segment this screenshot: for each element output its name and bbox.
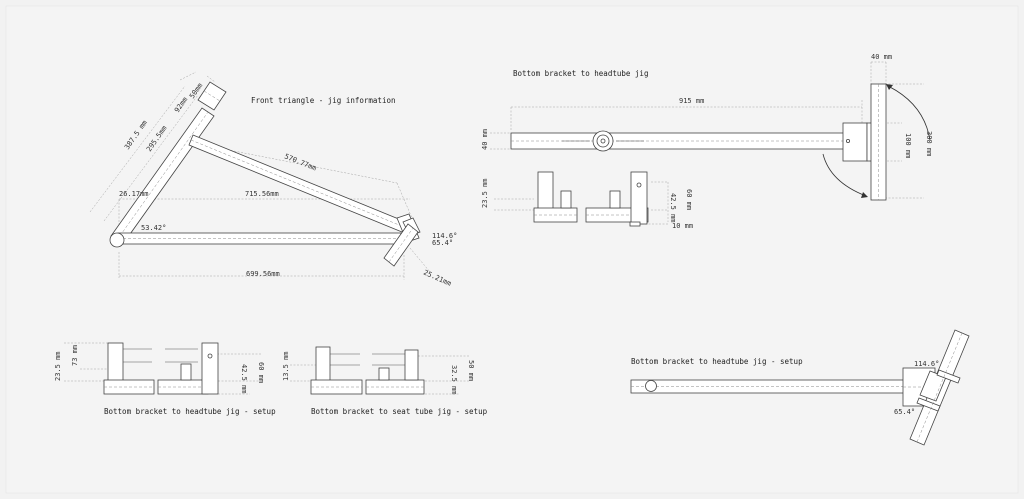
dim-300: 300 mm (925, 131, 933, 156)
angle-65-4: 65.4° (432, 239, 453, 247)
setup-left-head-block (201, 342, 219, 395)
dim-13-5-middle: 13.5 mm (282, 351, 290, 381)
dim-23-5-left: 23.5 mm (54, 351, 62, 381)
dim-699-56: 699.56mm (246, 270, 280, 278)
rotate-arrow-top (887, 85, 931, 141)
dim-42-5-top: 42.5 mm (669, 193, 677, 223)
bottom-bracket-circle (109, 232, 125, 248)
setup-middle-view: 13.5 mm 32.5 mm 50 mm Bottom bracket to … (282, 346, 488, 416)
setup-right-title: Bottom bracket to headtube jig - setup (631, 357, 803, 366)
dim-100: 100 mm (904, 133, 912, 158)
dim-915: 915 mm (679, 97, 704, 105)
setup-middle-post (315, 346, 331, 382)
front-triangle-dimension-lines (89, 71, 431, 280)
front-triangle-title: Front triangle - jig information (251, 96, 396, 105)
dim-40-top: 40 mm (871, 53, 892, 61)
jig-long-bar (510, 132, 865, 150)
rotate-arrow-bottom (822, 153, 867, 197)
angle-65-4-right: 65.4° (894, 408, 915, 416)
head-tube (197, 81, 227, 111)
jig-detail-small (494, 171, 669, 227)
setup-middle-seat-block (404, 349, 419, 381)
angle-114-6: 114.6° (432, 232, 457, 240)
setup-middle-base-b (365, 379, 425, 395)
angle-53-42: 53.42° (141, 224, 166, 232)
setup-right-bb-circle (645, 380, 657, 392)
jig-head-tube-bar (870, 83, 887, 201)
setup-right-view: Bottom bracket to headtube jig - setup 1… (630, 329, 970, 446)
dim-23-5-top: 23.5 mm (481, 178, 489, 208)
rotate-arrowhead-bottom (861, 192, 868, 198)
setup-right-head-tube (909, 329, 970, 446)
dim-26-17: 26.17mm (119, 190, 149, 198)
dim-60-left: 60 mm (257, 362, 265, 383)
dim-60-top: 60 mm (685, 189, 693, 210)
angle-114-6-right: 114.6° (914, 360, 939, 368)
dim-10-top: 10 mm (672, 222, 693, 230)
dim-73-left: 73 mm (71, 345, 79, 366)
seat-tube-block (383, 213, 421, 267)
bb-headtube-jig-title: Bottom bracket to headtube jig (513, 69, 648, 78)
setup-left-dimension-lines (64, 342, 262, 395)
paper (5, 5, 1019, 494)
bb-headtube-jig-view: Bottom bracket to headtube jig (481, 53, 933, 230)
setup-left-title: Bottom bracket to headtube jig - setup (104, 407, 276, 416)
rotate-arrowhead-top (886, 84, 893, 90)
dim-40-left: 40 mm (481, 129, 489, 150)
dim-50-middle: 50 mm (467, 360, 475, 381)
setup-left-post (107, 342, 124, 382)
dim-42-5-left: 42.5 mm (240, 364, 248, 394)
dim-715-56: 715.56mm (245, 190, 279, 198)
setup-left-view: 23.5 mm 73 mm 60 mm 42.5 mm Bottom brack… (54, 342, 276, 416)
setup-middle-title: Bottom bracket to seat tube jig - setup (311, 407, 488, 416)
jig-bb-knob-center (600, 138, 606, 144)
dim-32-5-middle: 32.5 mm (450, 365, 458, 395)
setup-middle-dimension-lines (290, 355, 470, 395)
bottom-tube (117, 232, 402, 245)
